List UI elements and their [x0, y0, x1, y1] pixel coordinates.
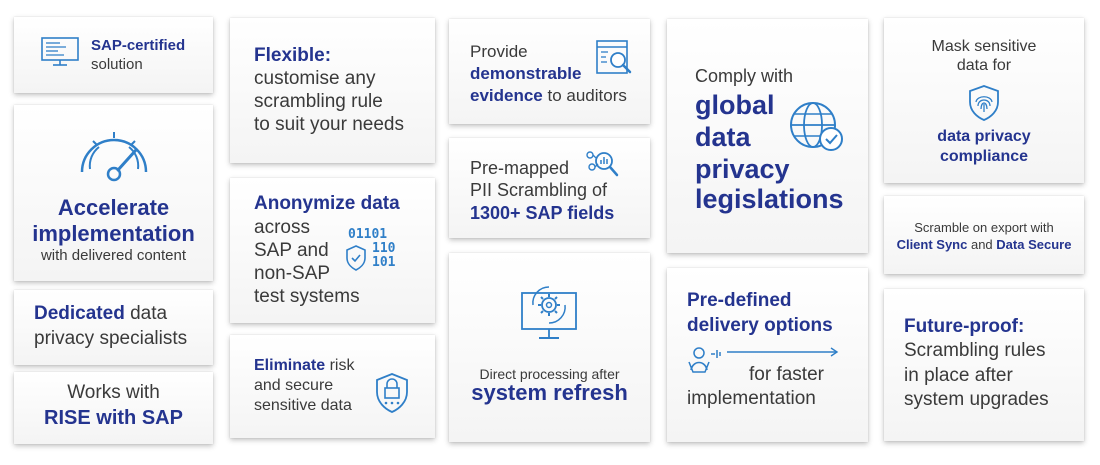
- flexible-line2: scrambling rule: [254, 91, 383, 112]
- mask-line1: Mask sensitive: [931, 38, 1037, 55]
- mask-card: Mask sensitive data for data privacy com…: [884, 18, 1084, 183]
- binary-text-2: 110: [372, 241, 396, 256]
- eliminate-line1: Eliminate risk: [254, 357, 354, 375]
- speedometer-icon: [74, 122, 154, 184]
- dedicated-card: Dedicated data privacy specialists: [14, 290, 213, 365]
- predefined-card: Pre-defined delivery options for faster …: [667, 268, 868, 442]
- rise-line1: Works with: [67, 382, 160, 403]
- direct-line2: system refresh: [471, 380, 628, 405]
- provide-line2: demonstrable: [470, 64, 582, 83]
- direct-line1: Direct processing after: [479, 366, 620, 382]
- anonymize-line4: test systems: [254, 286, 360, 307]
- dedicated-line1: Dedicated data: [34, 303, 167, 325]
- premapped-line1: Pre-mapped: [470, 158, 570, 178]
- anonymize-card: Anonymize data across SAP and non-SAP te…: [230, 178, 435, 323]
- anonymize-line3: non-SAP: [254, 263, 331, 284]
- data-search-icon: [582, 145, 620, 181]
- monitor-gear-icon: [519, 283, 579, 347]
- predefined-line1: Pre-defined: [687, 290, 792, 311]
- direct-card: Direct processing after system refresh: [449, 253, 650, 442]
- comply-line4: privacy: [695, 154, 790, 184]
- future-title: Future-proof:: [904, 316, 1025, 337]
- dedicated-bold: Dedicated: [34, 303, 125, 324]
- provide-line3: evidence to auditors: [470, 86, 627, 106]
- comply-line2: global: [695, 90, 775, 120]
- binary-shield-icon: 01101 110 101: [344, 228, 404, 274]
- future-line2: in place after: [904, 365, 1013, 386]
- premapped-line2: PII Scrambling of: [470, 180, 608, 200]
- comply-line1: Comply with: [695, 66, 794, 86]
- eliminate-line2: and secure: [254, 377, 334, 394]
- sap-certified-title: SAP-certified: [91, 37, 186, 54]
- scramble-export-card: Scramble on export with Client Sync and …: [884, 196, 1084, 274]
- anonymize-line1: across: [254, 217, 310, 238]
- flexible-line1: customise any: [254, 68, 376, 89]
- accelerate-line2: implementation: [32, 221, 195, 246]
- document-search-icon: [594, 38, 634, 78]
- future-card: Future-proof: Scrambling rules in place …: [884, 289, 1084, 441]
- anonymize-line2: SAP and: [254, 240, 329, 261]
- mask-line2: data for: [956, 57, 1012, 74]
- accelerate-card: Accelerate implementation with delivered…: [14, 105, 213, 281]
- predefined-line2: delivery options: [687, 315, 833, 336]
- sap-certified-text: solution: [91, 56, 143, 73]
- comply-card: Comply with global data privacy legislat…: [667, 19, 868, 253]
- future-line3: system upgrades: [904, 389, 1049, 410]
- fingerprint-shield-icon: [966, 84, 1002, 122]
- provide-evidence: evidence: [470, 86, 543, 105]
- binary-text-1: 01101: [348, 227, 388, 242]
- scramble-export-line2: Client Sync and Data Secure: [884, 237, 1084, 252]
- provide-card: Provide demonstrable evidence to auditor…: [449, 19, 650, 124]
- dedicated-rest: data: [124, 303, 168, 324]
- premapped-line3: 1300+ SAP fields: [470, 203, 615, 223]
- provide-rest: to auditors: [542, 86, 627, 105]
- rise-card: Works with RISE with SAP: [14, 372, 213, 444]
- binary-text-3: 101: [372, 255, 396, 270]
- globe-check-icon: [787, 99, 847, 155]
- predefined-line3: for faster: [749, 364, 824, 385]
- future-line1: Scrambling rules: [904, 340, 1046, 361]
- premapped-card: Pre-mapped PII Scrambling of 1300+ SAP f…: [449, 138, 650, 238]
- accelerate-line1: Accelerate: [57, 195, 170, 220]
- rise-line2: RISE with SAP: [44, 407, 183, 429]
- mask-line3: data privacy: [937, 128, 1031, 145]
- lock-shield-icon: [374, 372, 410, 414]
- data-secure-label: Data Secure: [996, 237, 1072, 252]
- scramble-export-line1: Scramble on export with: [914, 220, 1054, 235]
- client-sync-label: Client Sync: [896, 237, 968, 252]
- mask-line4: compliance: [939, 148, 1029, 165]
- predefined-line4: implementation: [687, 388, 816, 409]
- computer-code-icon: [40, 36, 80, 68]
- eliminate-rest: risk: [325, 357, 355, 374]
- eliminate-card: Eliminate risk and secure sensitive data: [230, 335, 435, 438]
- provide-line1: Provide: [470, 42, 528, 61]
- comply-line5: legislations: [695, 184, 844, 214]
- and-label: and: [967, 237, 997, 252]
- accelerate-line3: with delivered content: [40, 247, 187, 264]
- flexible-card: Flexible: customise any scrambling rule …: [230, 18, 435, 163]
- flexible-line3: to suit your needs: [254, 114, 404, 135]
- eliminate-bold: Eliminate: [254, 357, 326, 374]
- sap-certified-card: SAP-certified solution: [14, 17, 213, 93]
- dedicated-line2: privacy specialists: [34, 328, 188, 349]
- anonymize-title: Anonymize data: [254, 193, 400, 214]
- delivery-person-icon: [687, 344, 842, 384]
- eliminate-line3: sensitive data: [254, 397, 352, 414]
- comply-line3: data: [695, 122, 751, 152]
- flexible-title: Flexible:: [254, 45, 332, 66]
